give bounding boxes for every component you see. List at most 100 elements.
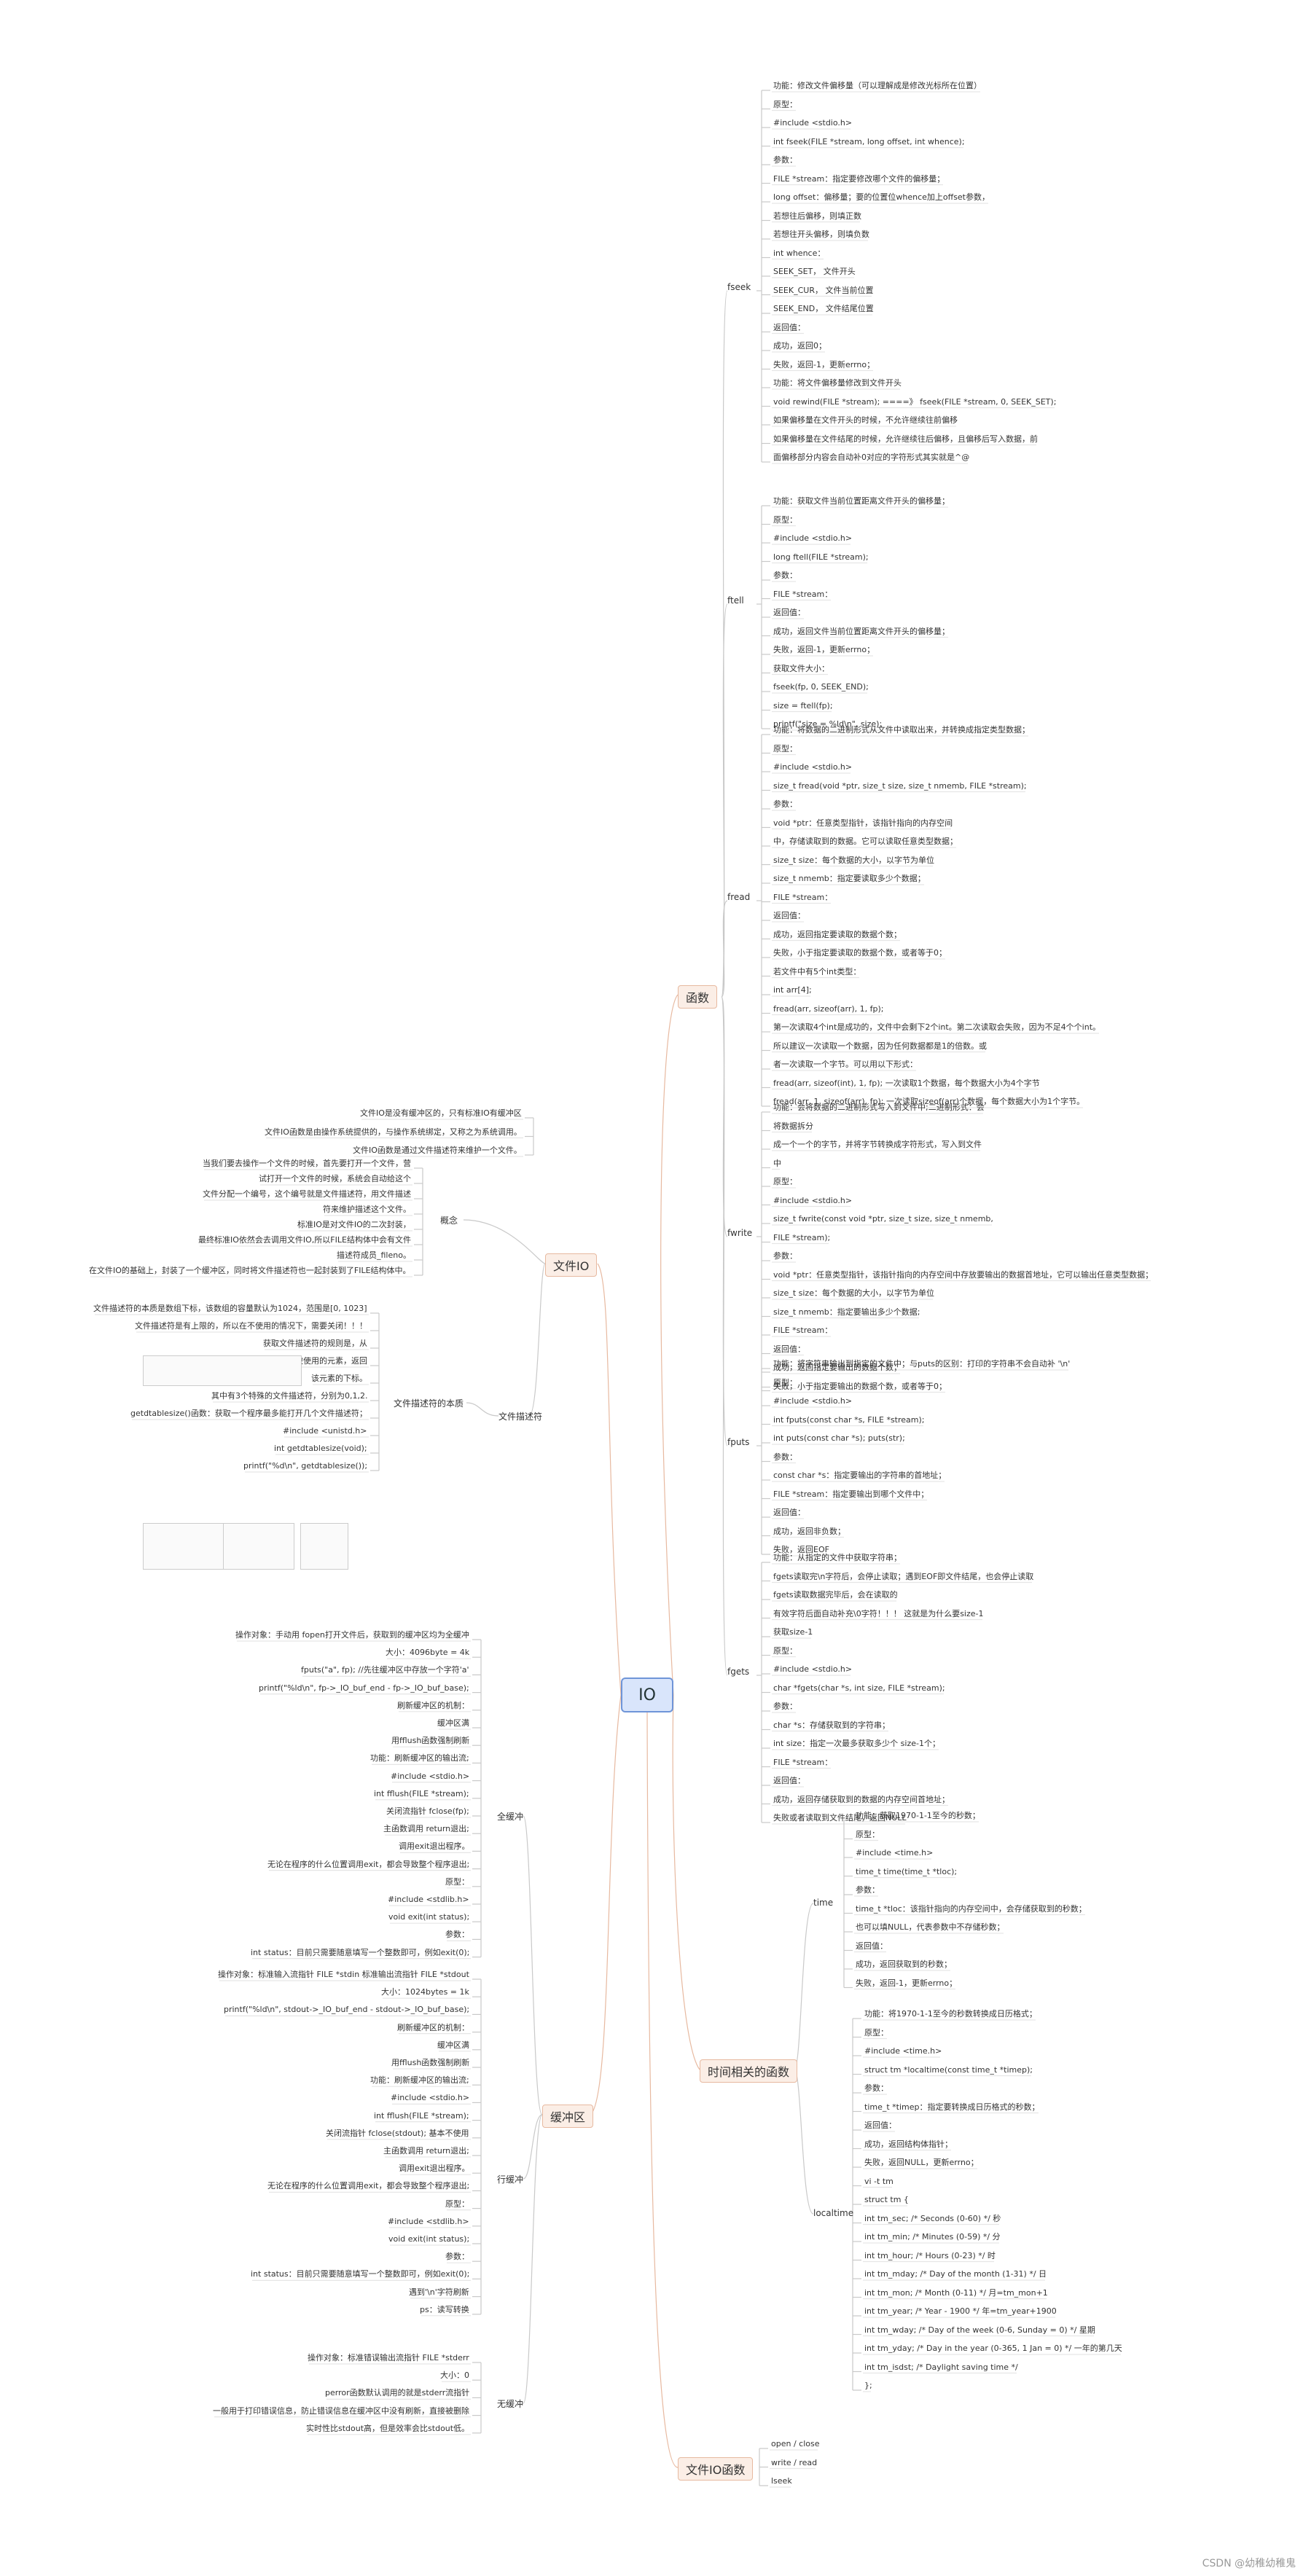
none-buffer-line: 操作对象：标准错误输出流指针 FILE *stderr bbox=[308, 2353, 469, 2362]
func-node-fseek[interactable]: fseek bbox=[727, 282, 751, 292]
none-buffer-line: 实时性比stdout高，但是效率会比stdout低。 bbox=[306, 2423, 470, 2433]
time-node-time[interactable]: time bbox=[813, 1898, 834, 1908]
fn-fwrite-line: void *ptr：任意类型指针，该指针指向的内存空间中存放要输出的数据首地址，… bbox=[773, 1269, 1154, 1280]
time-node-localtime[interactable]: localtime bbox=[813, 2208, 854, 2218]
fn-fwrite-line: 原型： bbox=[773, 1177, 797, 1186]
time-line: #include <time.h> bbox=[856, 1848, 934, 1857]
none-buffer-line: 一般用于打印错误信息，防止错误信息在缓冲区中没有刷新，直接被删除 bbox=[213, 2405, 469, 2416]
fn-fwrite-line: 参数： bbox=[773, 1251, 797, 1261]
localtime-line: int tm_mon; /* Month (0-11) */ 月=tm_mon+… bbox=[864, 2287, 1048, 2298]
fn-fseek-line: 参数： bbox=[773, 155, 797, 165]
localtime-line: int tm_yday; /* Day in the year (0-365, … bbox=[864, 2344, 1122, 2353]
full-buffer-line: int fflush(FILE *stream); bbox=[374, 1788, 469, 1798]
fn-fseek-line: SEEK_CUR， 文件当前位置 bbox=[773, 285, 874, 295]
concept-line: 试打开一个文件的时候，系统会自动给这个 bbox=[259, 1174, 411, 1183]
buffer-node-full[interactable]: 全缓冲 bbox=[497, 1812, 524, 1822]
fn-ftell-line: fseek(fp, 0, SEEK_END); bbox=[773, 682, 869, 692]
fn-fwrite-line: size_t nmemb：指定要输出多少个数据; bbox=[773, 1307, 920, 1317]
localtime-line: time_t *timep：指定要转换成日历格式的秒数； bbox=[864, 2102, 1040, 2112]
line-buffer-line: 操作对象：标准输入流指针 FILE *stdin 标准输出流指针 FILE *s… bbox=[218, 1970, 469, 1979]
fn-fwrite-line: FILE *stream： bbox=[773, 1326, 833, 1335]
category-functions[interactable]: 函数 bbox=[678, 985, 718, 1009]
buffer-node-line[interactable]: 行缓冲 bbox=[497, 2174, 524, 2185]
fn-fread-line: 参数： bbox=[773, 799, 797, 809]
fn-fseek-line: 面偏移部分内容会自动补0对应的字符形式其实就是^@ bbox=[773, 453, 970, 462]
localtime-line: int tm_min; /* Minutes (0-59) */ 分 bbox=[864, 2232, 1001, 2242]
fn-fputs-line: 原型： bbox=[773, 1377, 797, 1387]
fn-ftell-line: 参数： bbox=[773, 571, 797, 580]
none-buffer-line: perror函数默认调用的就是stderr流指针 bbox=[325, 2388, 470, 2398]
category-fileio-funcs[interactable]: 文件IO函数 bbox=[678, 2457, 754, 2481]
fn-fwrite-line: 成功，返回指定要输出的数据个数； bbox=[773, 1363, 902, 1372]
full-buffer-line: void exit(int status); bbox=[388, 1912, 470, 1922]
func-node-fgets[interactable]: fgets bbox=[727, 1667, 750, 1677]
fn-fseek-line: 如果偏移量在文件结尾的时候，允许继续往后偏移，且偏移后写入数据，前 bbox=[773, 434, 1038, 444]
fn-fwrite-line: #include <stdio.h> bbox=[773, 1195, 853, 1205]
fn-ftell-line: printf("size = %ld\n", size); bbox=[773, 719, 883, 729]
thumbnail-image bbox=[143, 1523, 232, 1570]
localtime-line: int tm_isdst; /* Daylight saving time */ bbox=[864, 2362, 1018, 2372]
link-fn-ftell bbox=[721, 603, 728, 998]
line-buffer-line: 主函数调用 return退出; bbox=[383, 2146, 469, 2156]
full-buffer-line: #include <stdlib.h> bbox=[388, 1895, 469, 1904]
localtime-line: #include <time.h> bbox=[864, 2046, 942, 2056]
localtime-line: 功能：将1970-1-1至今的秒数转换成日历格式； bbox=[864, 2009, 1037, 2019]
line-buffer-line: void exit(int status); bbox=[388, 2234, 470, 2244]
fn-fputs-line: 参数： bbox=[773, 1452, 797, 1462]
thumbnail-image bbox=[223, 1523, 294, 1570]
fn-fseek-line: SEEK_END， 文件结尾位置 bbox=[773, 304, 874, 313]
category-time-funcs[interactable]: 时间相关的函数 bbox=[700, 2059, 798, 2083]
root-node[interactable]: IO bbox=[621, 1677, 673, 1712]
link-fn-fgets bbox=[721, 996, 728, 1676]
func-node-ftell[interactable]: ftell bbox=[727, 595, 744, 606]
category-buffer[interactable]: 缓冲区 bbox=[542, 2105, 594, 2128]
line-buffer-line: printf("%ld\n", stdout->_IO_buf_end - st… bbox=[224, 2005, 470, 2015]
fileio-node-fd[interactable]: 文件描述符 bbox=[498, 1412, 543, 1422]
fn-fread-line: #include <stdio.h> bbox=[773, 762, 853, 772]
time-line: 返回值： bbox=[856, 1941, 888, 1951]
link-fileio-concept bbox=[463, 1219, 546, 1264]
fn-fwrite-line: 将数据拆分 bbox=[773, 1121, 813, 1131]
fn-ftell-line: 原型： bbox=[773, 514, 797, 525]
fn-ftell-line: 功能：获取文件当前位置距离文件开头的偏移量； bbox=[773, 496, 950, 506]
localtime-line: 返回值： bbox=[864, 2121, 896, 2130]
fn-fgets-line: FILE *stream： bbox=[773, 1757, 833, 1767]
category-fileio[interactable]: 文件IO bbox=[545, 1253, 598, 1277]
link-buffer-line bbox=[523, 2114, 543, 2180]
time-line: time_t *tloc：该指针指向的内存空间中，会存储获取到的秒数； bbox=[856, 1903, 1087, 1914]
fn-fread-line: 中，存储读取到的数据。它可以读取任意类型数据； bbox=[773, 837, 958, 846]
fn-fread-line: 失败，小于指定要读取的数据个数，或者等于0； bbox=[773, 948, 947, 958]
link-root-buffer bbox=[590, 1694, 622, 2115]
func-node-fputs[interactable]: fputs bbox=[727, 1437, 750, 1447]
fn-fwrite-line: size_t size：每个数据的大小，以字节为单位 bbox=[773, 1288, 934, 1298]
line-buffer-line: 参数： bbox=[445, 2252, 469, 2262]
fileio-node-concept[interactable]: 概念 bbox=[440, 1215, 458, 1226]
line-buffer-line: 调用exit退出程序。 bbox=[399, 2164, 470, 2174]
buffer-node-none[interactable]: 无缓冲 bbox=[497, 2399, 524, 2409]
full-buffer-line: 操作对象：手动用 fopen打开文件后，获取到的缓冲区均为全缓冲 bbox=[235, 1630, 469, 1640]
localtime-line: struct tm *localtime(const time_t *timep… bbox=[864, 2064, 1033, 2075]
func-node-fread[interactable]: fread bbox=[727, 892, 751, 902]
time-line: 失败，返回-1，更新errno； bbox=[856, 1978, 958, 1988]
fn-ftell-line: 成功，返回文件当前位置距离文件开头的偏移量； bbox=[773, 626, 950, 636]
fn-fwrite-line: 返回值： bbox=[773, 1344, 805, 1354]
full-buffer-line: 原型： bbox=[445, 1876, 469, 1887]
fd-essence-line: 获取文件描述符的规则是，从 bbox=[263, 1339, 367, 1348]
fn-fputs-line: 功能：将字符串输出到指定的文件中；与puts的区别：打印的字符串不会自动补 '\… bbox=[773, 1359, 1071, 1369]
fn-fputs-line: #include <stdio.h> bbox=[773, 1396, 853, 1406]
fn-fseek-line: #include <stdio.h> bbox=[773, 118, 853, 128]
localtime-line: int tm_sec; /* Seconds (0-60) */ 秒 bbox=[864, 2213, 1001, 2223]
fd-node-essence[interactable]: 文件描述符的本质 bbox=[394, 1398, 464, 1409]
link-root-functions bbox=[660, 994, 679, 1696]
full-buffer-line: 参数： bbox=[445, 1930, 469, 1940]
fn-fseek-line: int whence： bbox=[773, 248, 826, 258]
fd-essence-line: int getdtablesize(void); bbox=[274, 1444, 367, 1453]
fn-fread-line: void *ptr：任意类型指针，该指针指向的内存空间 bbox=[773, 818, 953, 828]
none-buffer-line: 大小：0 bbox=[440, 2371, 469, 2381]
fn-fwrite-line: 中 bbox=[773, 1158, 781, 1168]
func-node-fwrite[interactable]: fwrite bbox=[727, 1228, 753, 1238]
link-fn-fread bbox=[721, 900, 728, 998]
fn-fputs-line: int puts(const char *s); puts(str); bbox=[773, 1433, 905, 1443]
fn-ftell-line: 失败，返回-1，更新errno； bbox=[773, 645, 875, 654]
